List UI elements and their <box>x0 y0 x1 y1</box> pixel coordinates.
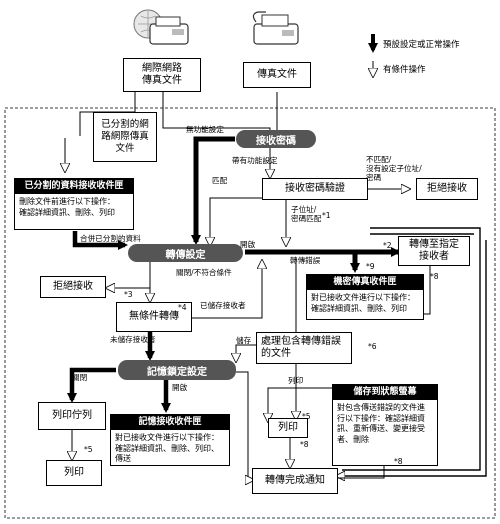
unconditional-forward: 無條件轉傳 <box>116 302 192 332</box>
receive-password-step: 接收密碼 <box>236 130 316 148</box>
no-function-label: 無功能設定 <box>186 125 224 134</box>
split-data-inbox: 已分割的資料接收收件匣 刪除文件前進行以下操作： 確認詳細資訊、刪除、列印 <box>14 178 134 230</box>
off-no-condition-label: 關閉/不符合條件 <box>176 268 232 277</box>
mismatch-label: 不匹配/ 沒有設定子位址/ 密碼 <box>366 155 422 182</box>
save-to-status-screen: 儲存到狀態螢幕 對包含傳送錯誤的文件進 行以下操作：確認詳細資 訊、重新傳送、變… <box>332 384 438 466</box>
print-label: 列印 <box>288 376 304 385</box>
footnote-2: *2 <box>383 241 392 250</box>
split-internet-fax-docs: 已分割的網 路網際傳真 文件 <box>93 112 157 162</box>
forward-settings-step: 轉傳設定 <box>128 244 243 262</box>
not-stored-recipient-label: 未儲存接收者 <box>110 335 156 344</box>
print-output-b: 列印 <box>268 418 308 438</box>
confidential-fax-inbox: 機密傳真收件匣 對已接收文件進行以下操作： 確認詳細資訊、刪除、列印 <box>306 274 424 320</box>
footnote-5-b: *5 <box>302 412 311 421</box>
footnote-3: *3 <box>124 290 133 299</box>
memory-receive-inbox-title: 記憶接收收件匣 <box>111 415 229 430</box>
memory-lock-settings-step: 記憶鎖定設定 <box>118 360 236 380</box>
store-label: 儲存 <box>236 336 252 345</box>
memory-receive-inbox: 記憶接收收件匣 對已接收文件進行以下操作： 確認詳細資訊、刪除、列印、 傳送 <box>110 414 230 466</box>
confidential-fax-inbox-title: 機密傳真收件匣 <box>307 275 423 290</box>
internet-fax-source: 網際網路 傳真文件 <box>123 58 201 92</box>
memory-receive-inbox-desc: 對已接收文件進行以下操作： 確認詳細資訊、刪除、列印、 傳送 <box>115 433 219 463</box>
legend-default-label: 預設設定或正常操作 <box>383 40 460 50</box>
match-label: 匹配 <box>212 176 228 185</box>
split-data-inbox-title: 已分割的資料接收收件匣 <box>15 179 133 194</box>
machine-boundary <box>4 107 496 519</box>
receive-password-verification: 接收密碼驗證 <box>262 178 368 200</box>
footnote-8-c: *8 <box>300 440 309 449</box>
split-data-inbox-desc: 刪除文件前進行以下操作： 確認詳細資訊、刪除、列印 <box>19 197 115 217</box>
footnote-9: *9 <box>366 262 375 271</box>
footnote-6: *6 <box>368 342 377 351</box>
fax-source: 傳真文件 <box>243 62 311 88</box>
forward-error-label: 轉傳錯誤 <box>290 256 321 265</box>
on-label-2: 開啟 <box>172 383 188 392</box>
handle-forward-error-doc: 處理包含轉傳錯誤 的文件 <box>256 332 352 364</box>
print-queue: 列印佇列 <box>38 402 106 430</box>
footnote-1: *1 <box>322 211 331 220</box>
footnote-5-a: *5 <box>84 445 93 454</box>
sub-address-match-label: 子位址/ 密碼匹配 <box>291 205 322 223</box>
reject-receive-2: 拒絕接收 <box>40 276 106 298</box>
internet-fax-machine-icon <box>133 9 189 45</box>
fax-machine-icon <box>252 11 299 45</box>
legend-conditional-label: 有條件操作 <box>383 65 426 75</box>
reject-receive-1: 拒絕接收 <box>416 178 478 200</box>
footnote-8-a: *8 <box>430 272 439 281</box>
off-label-2: 關閉 <box>72 373 88 382</box>
forward-complete-notice: 轉傳完成通知 <box>252 468 338 494</box>
footnote-8-b: *8 <box>394 457 403 466</box>
print-output-a: 列印 <box>46 460 102 486</box>
merge-split-label: 合併已分割的資料 <box>80 234 141 243</box>
save-to-status-screen-desc: 對包含傳送錯誤的文件進 行以下操作：確認詳細資 訊、重新傳送、變更接受 者、刪除 <box>337 403 425 444</box>
confidential-fax-inbox-desc: 對已接收文件進行以下操作： 確認詳細資訊、刪除、列印 <box>311 293 415 313</box>
has-function-label: 帶有功能設定 <box>232 156 278 165</box>
save-to-status-screen-title: 儲存到狀態螢幕 <box>333 385 437 400</box>
on-label-1: 開啟 <box>240 240 256 249</box>
forward-to-recipient: 轉傳至指定 接收者 <box>398 236 470 266</box>
stored-recipient-label: 已儲存接收者 <box>200 301 246 310</box>
footnote-4: *4 <box>178 303 187 312</box>
